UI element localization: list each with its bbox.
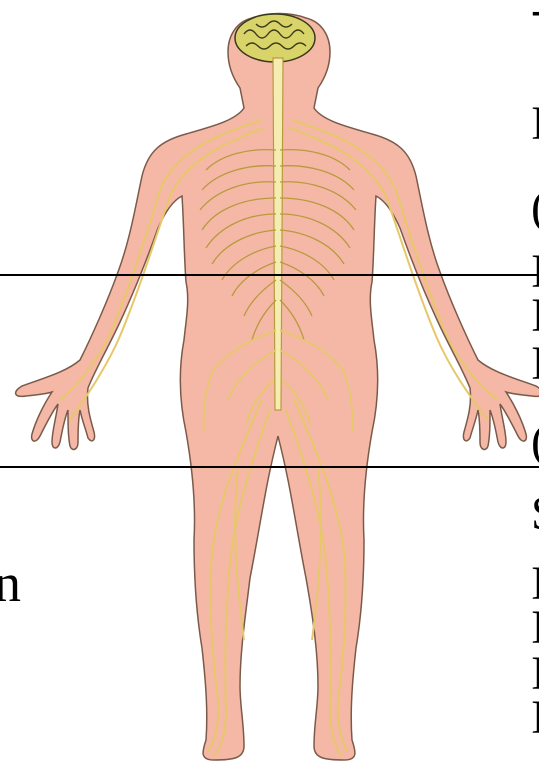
- right-text-fragment: I: [531, 100, 539, 148]
- left-text-fragment: n: [0, 556, 21, 610]
- right-text-fragment: I: [531, 340, 539, 388]
- horizontal-rule-upper: [0, 274, 539, 276]
- spinal-cord: [273, 58, 283, 410]
- right-text-fragment: I: [531, 604, 539, 652]
- right-text-fragment: -: [531, 0, 539, 34]
- right-text-fragment: I: [531, 694, 539, 742]
- right-text-fragment: I: [531, 292, 539, 340]
- horizontal-rule-lower: [0, 466, 539, 468]
- right-text-fragment: (: [531, 184, 539, 232]
- right-text-fragment: S: [531, 490, 539, 538]
- right-text-fragment: (: [531, 418, 539, 466]
